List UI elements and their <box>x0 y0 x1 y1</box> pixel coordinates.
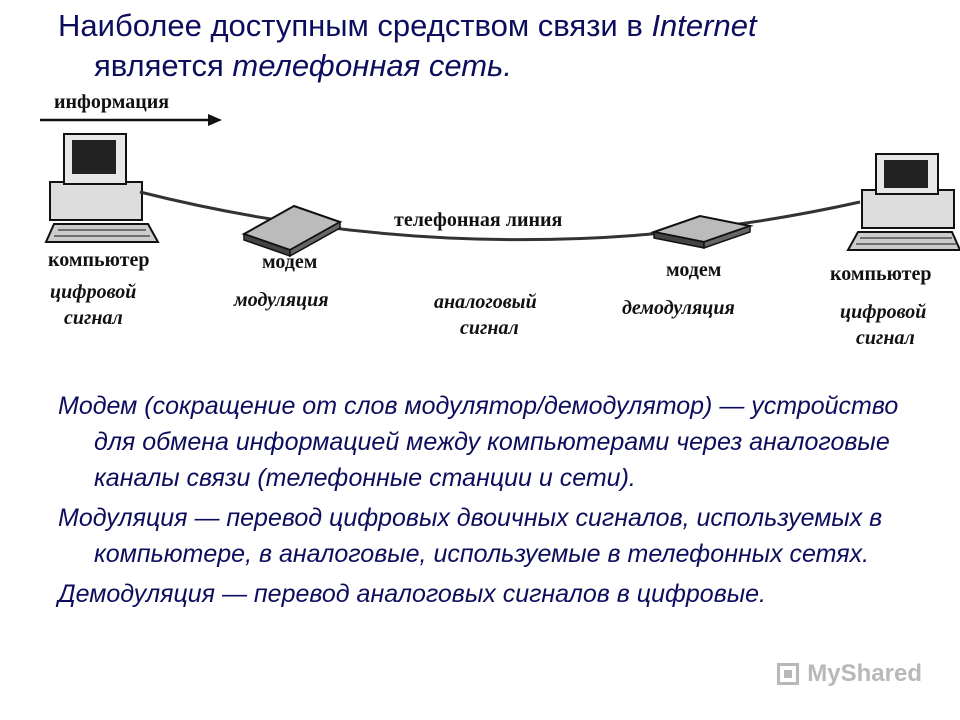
right-computer-label: компьютер <box>830 263 931 285</box>
demodulation-label: демодуляция <box>622 297 735 319</box>
left-computer-label: компьютер <box>48 249 149 271</box>
right-signal-label: цифровой сигнал <box>840 301 931 349</box>
title-line-1: Наиболее доступным средством связи в Int… <box>58 8 757 43</box>
left-computer-icon <box>46 134 158 242</box>
slide-title: Наиболее доступным средством связи в Int… <box>58 6 938 86</box>
definitions: Модем (сокращение от слов модулятор/демо… <box>58 388 938 616</box>
right-signal-word-2: сигнал <box>856 327 915 349</box>
myshared-logo-icon <box>777 663 799 685</box>
right-signal-word-1: цифровой <box>840 301 926 323</box>
modulation-label: модуляция <box>233 289 329 311</box>
left-modem-label: модем <box>262 251 317 273</box>
title-line-2: является телефонная сеть. <box>58 46 938 86</box>
modulation-definition: Модуляция — перевод цифровых двоичных си… <box>58 500 938 572</box>
telephone-line-label: телефонная линия <box>394 209 563 231</box>
information-arrow <box>40 114 222 126</box>
analog-signal-word-1: аналоговый <box>434 291 537 313</box>
analog-signal-label: аналоговый сигнал <box>434 291 542 339</box>
right-computer-icon <box>848 154 960 250</box>
modem-connection-diagram: информация <box>40 82 960 362</box>
analog-signal-word-2: сигнал <box>460 317 519 339</box>
left-signal-word-1: цифровой <box>50 281 136 303</box>
right-modem-label: модем <box>666 259 721 281</box>
watermark-text: MyShared <box>807 660 922 688</box>
watermark: MyShared <box>777 660 922 688</box>
left-modem-icon <box>244 206 340 256</box>
modem-definition: Модем (сокращение от слов модулятор/демо… <box>58 388 938 496</box>
demodulation-definition: Демодуляция — перевод аналоговых сигнало… <box>58 576 938 612</box>
left-signal-label: цифровой сигнал <box>50 281 141 329</box>
left-signal-word-2: сигнал <box>64 307 123 329</box>
right-modem-icon <box>654 216 750 248</box>
arrow-label: информация <box>54 91 169 113</box>
